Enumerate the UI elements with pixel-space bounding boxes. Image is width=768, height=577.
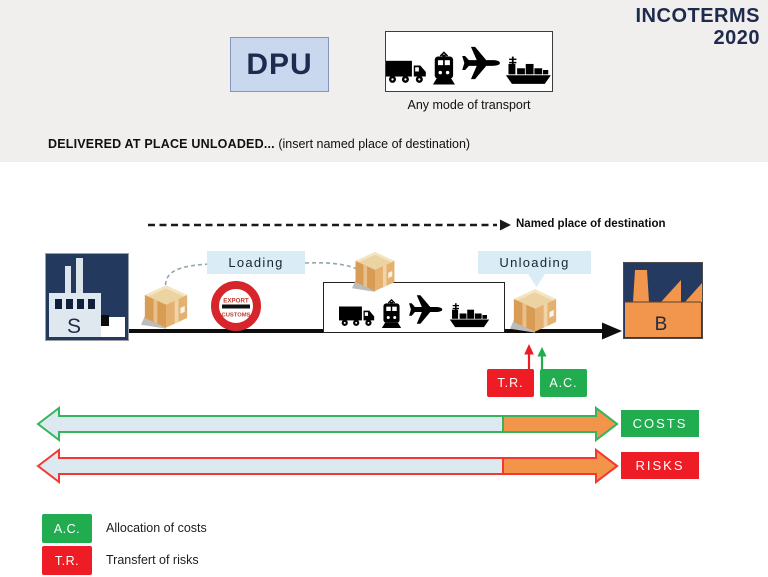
brand-line2: 2020 xyxy=(713,27,760,49)
plane-icon xyxy=(408,292,443,327)
loading-arc-left xyxy=(164,263,211,293)
header-band: INCOTERMS 2020 DPU Any mode of transport… xyxy=(0,0,768,162)
loading-label: Loading xyxy=(207,251,305,274)
ship-icon xyxy=(449,302,490,328)
package-icon xyxy=(352,250,398,293)
risk-transfer-badge: T.R. xyxy=(487,369,534,397)
brand-title: INCOTERMS 2020 xyxy=(636,5,761,49)
export-customs-icon: EXPORT CUSTOMS xyxy=(211,281,261,331)
transport-caption: Any mode of transport xyxy=(407,98,531,112)
term-code-box: DPU xyxy=(230,37,329,92)
legend-ac-text: Allocation of costs xyxy=(106,521,207,535)
term-title-rest: (insert named place of destination) xyxy=(274,137,471,151)
destination-arrowhead-icon xyxy=(500,219,511,231)
package-icon xyxy=(141,283,191,330)
customs-sign-line2: CUSTOMS xyxy=(222,313,251,319)
factory-seller-icon xyxy=(45,253,129,341)
risks-label: RISKS xyxy=(621,452,699,479)
legend-tr-badge: T.R. xyxy=(42,546,92,575)
timeline-arrowhead-icon xyxy=(602,322,622,340)
term-title-bold: DELIVERED AT PLACE UNLOADED... xyxy=(48,137,275,151)
legend-ac-badge: A.C. xyxy=(42,514,92,543)
brand-line1: INCOTERMS xyxy=(635,5,760,27)
customs-sign-line1: EXPORT xyxy=(223,298,249,305)
package-icon xyxy=(510,287,560,334)
risks-arrow-buyer-segment xyxy=(502,447,619,485)
legend-tr-text: Transfert of risks xyxy=(106,553,199,567)
truck-icon xyxy=(339,303,375,328)
cost-transfer-arrowhead-icon xyxy=(537,347,547,357)
term-title: DELIVERED AT PLACE UNLOADED... (insert n… xyxy=(48,137,470,151)
unloading-pointer-icon xyxy=(528,274,545,287)
costs-arrow-buyer-segment xyxy=(502,405,619,443)
train-icon xyxy=(381,299,402,328)
destination-label: Named place of destination xyxy=(516,218,666,230)
term-code: DPU xyxy=(246,47,313,81)
costs-label: COSTS xyxy=(621,410,699,437)
risk-transfer-arrowhead-icon xyxy=(524,344,534,355)
carriage-modes-box xyxy=(323,282,505,333)
cost-allocation-badge: A.C. xyxy=(540,369,587,397)
unloading-label: Unloading xyxy=(478,251,591,274)
factory-buyer-icon xyxy=(623,262,703,339)
transport-modes-box xyxy=(385,31,553,92)
